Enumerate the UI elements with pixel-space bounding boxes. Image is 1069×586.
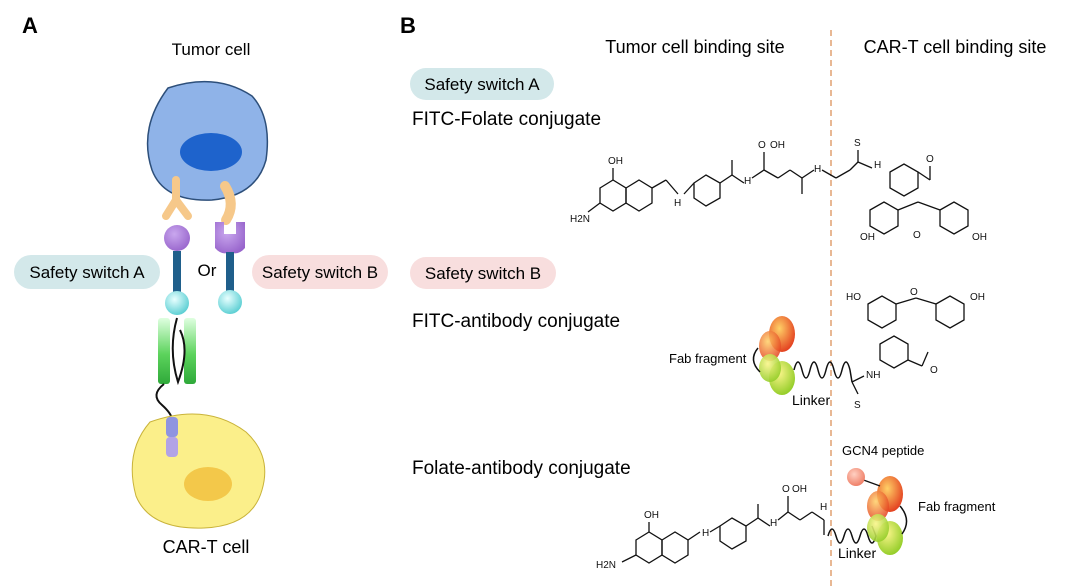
svg-text:H: H (814, 164, 821, 175)
svg-text:H: H (770, 518, 777, 529)
svg-text:H2N: H2N (596, 560, 616, 571)
svg-text:S: S (854, 138, 861, 149)
svg-text:OH: OH (860, 232, 875, 243)
car-t-nucleus (184, 467, 232, 501)
switch-b-badge-b (410, 257, 556, 289)
gcn4-label: GCN4 peptide (842, 443, 924, 458)
svg-text:OH: OH (770, 140, 785, 151)
linker-label-1: Linker (792, 392, 830, 408)
svg-text:O: O (782, 484, 790, 495)
svg-text:H: H (702, 528, 709, 539)
panel-b-letter: B (400, 13, 416, 38)
svg-text:O: O (758, 140, 766, 151)
switch-b-receptor (215, 222, 245, 254)
svg-text:H: H (674, 198, 681, 209)
svg-text:OH: OH (970, 292, 985, 303)
fab-fragment-label-2: Fab fragment (918, 499, 996, 514)
panel-a-letter: A (22, 13, 38, 38)
car-hinge-right (184, 318, 196, 384)
switch-b-label: Safety switch B (262, 263, 378, 282)
svg-text:S: S (854, 400, 861, 411)
gcn4-peptide (847, 468, 865, 486)
fab-fragment-2 (867, 476, 908, 555)
linker-spring-1 (793, 361, 853, 383)
fitc-folate-structure: OH H2N H H O OH H S H O (570, 138, 987, 243)
fitc-antibody-title: FITC-antibody conjugate (412, 311, 620, 332)
switch-a-badge-b (410, 68, 554, 100)
tumor-cell-label: Tumor cell (172, 40, 251, 59)
svg-text:O: O (913, 230, 921, 241)
car-stalk-left (173, 251, 181, 293)
svg-text:H: H (820, 502, 827, 513)
svg-text:OH: OH (792, 484, 807, 495)
or-label: Or (198, 261, 217, 280)
scfv-right (218, 290, 242, 314)
scfv-left (165, 291, 189, 315)
svg-text:HO: HO (846, 292, 861, 303)
col-header-cart: CAR-T cell binding site (864, 37, 1047, 57)
fab-fragment-label-1: Fab fragment (669, 351, 747, 366)
folate-antibody-structure: OH H2N H H O OH H (596, 484, 827, 571)
col-header-tumor: Tumor cell binding site (605, 37, 784, 57)
fitc-antibody-structure: S NH O O HO OH (846, 287, 985, 411)
svg-text:OH: OH (644, 510, 659, 521)
fitc-folate-title: FITC-Folate conjugate (412, 109, 601, 130)
linker-label-2: Linker (838, 545, 876, 561)
svg-text:NH: NH (866, 370, 880, 381)
switch-a-badge-b-label: Safety switch A (424, 75, 540, 94)
svg-text:O: O (910, 287, 918, 298)
folate-antibody-title: Folate-antibody conjugate (412, 458, 631, 479)
car-signal-domain-2 (166, 437, 178, 457)
svg-text:O: O (926, 154, 934, 165)
car-hinge-left (158, 318, 170, 384)
antigen-ligand-right (220, 181, 236, 225)
switch-a-label: Safety switch A (29, 263, 145, 282)
folate-receptor-ligand-left (162, 176, 192, 220)
svg-text:H: H (874, 160, 881, 171)
switch-a-badge (14, 255, 160, 289)
svg-text:H2N: H2N (570, 214, 590, 225)
svg-text:OH: OH (972, 232, 987, 243)
switch-a-receptor (164, 225, 190, 251)
switch-b-badge (252, 255, 388, 289)
svg-text:O: O (930, 365, 938, 376)
tumor-nucleus (180, 133, 242, 171)
svg-text:OH: OH (608, 156, 623, 167)
car-t-cell-label: CAR-T cell (163, 537, 250, 557)
car-signal-domain-1 (166, 417, 178, 437)
car-loop (171, 317, 186, 386)
fab-fragment-1 (752, 316, 795, 395)
car-stalk-right (226, 252, 234, 292)
switch-b-badge-b-label: Safety switch B (425, 264, 541, 283)
car-tether (155, 383, 173, 421)
svg-text:H: H (744, 176, 751, 187)
linker-spring-2 (827, 525, 877, 544)
